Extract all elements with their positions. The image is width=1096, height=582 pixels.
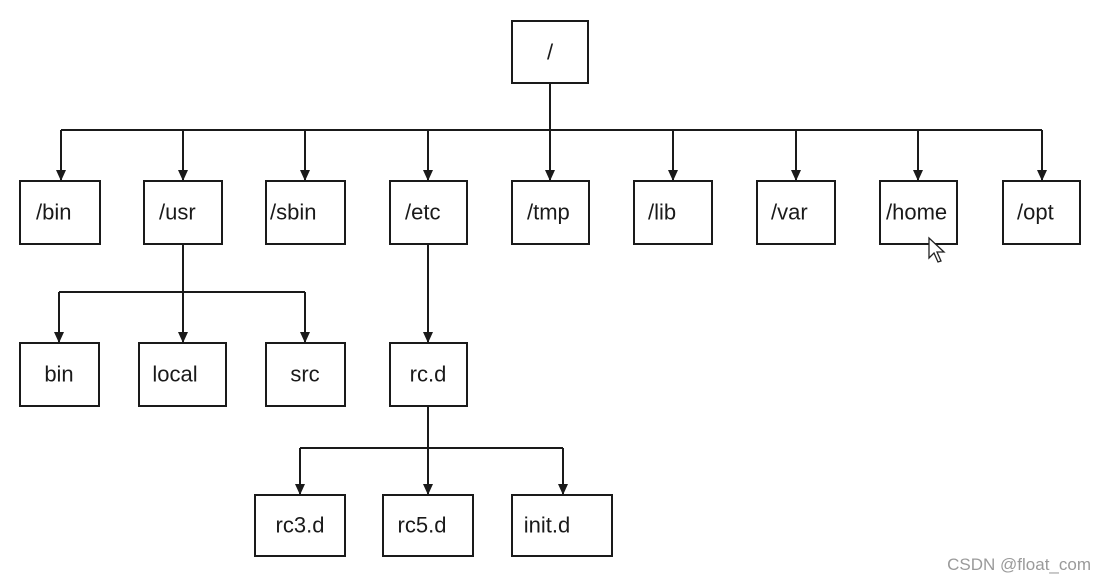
node-usr-local-label: local: [152, 362, 197, 387]
node-initd-label: init.d: [524, 513, 570, 538]
edge-var-arrow: [791, 170, 801, 181]
node-usr-label: /usr: [159, 200, 196, 225]
edge-etc-arrow: [423, 170, 433, 181]
edge-home-arrow: [913, 170, 923, 181]
edge-usr-arrow: [178, 170, 188, 181]
node-home: /home: [879, 180, 958, 245]
node-usr-bin-label: bin: [44, 362, 73, 387]
node-rcd: rc.d: [389, 342, 468, 407]
node-etc-label: /etc: [405, 200, 440, 225]
node-rcd-label: rc.d: [410, 362, 447, 387]
edge-tmp-arrow: [545, 170, 555, 181]
edge-rc3d-arrow: [295, 484, 305, 495]
node-etc: /etc: [389, 180, 468, 245]
edge-usr-local-arrow: [178, 332, 188, 343]
node-bin-label: /bin: [36, 200, 71, 225]
node-lib: /lib: [633, 180, 713, 245]
node-root: /: [511, 20, 589, 84]
node-usr-src-label: src: [290, 362, 319, 387]
node-bin: /bin: [19, 180, 101, 245]
node-lib-label: /lib: [648, 200, 676, 225]
edge-initd-arrow: [558, 484, 568, 495]
edge-rc5d-arrow: [423, 484, 433, 495]
node-usr: /usr: [143, 180, 223, 245]
edge-bin-arrow: [56, 170, 66, 181]
node-initd: init.d: [511, 494, 613, 557]
node-usr-bin: bin: [19, 342, 100, 407]
node-rc5d-label: rc5.d: [398, 513, 447, 538]
node-tmp: /tmp: [511, 180, 590, 245]
node-var-label: /var: [771, 200, 808, 225]
mouse-cursor-icon: [928, 236, 946, 263]
node-rc3d-label: rc3.d: [276, 513, 325, 538]
edge-lib-arrow: [668, 170, 678, 181]
node-sbin: /sbin: [265, 180, 346, 245]
node-opt-label: /opt: [1017, 200, 1054, 225]
node-opt: /opt: [1002, 180, 1081, 245]
node-var: /var: [756, 180, 836, 245]
node-root-label: /: [547, 40, 554, 65]
node-tmp-label: /tmp: [527, 200, 570, 225]
edge-usr-bin-arrow: [54, 332, 64, 343]
connector-layer: [54, 83, 1047, 495]
edge-opt-arrow: [1037, 170, 1047, 181]
watermark: CSDN @float_com: [947, 555, 1091, 574]
node-home-label: /home: [886, 200, 947, 225]
node-rc3d: rc3.d: [254, 494, 346, 557]
edge-usr-src-arrow: [300, 332, 310, 343]
edge-rcd-arrow: [423, 332, 433, 343]
edge-sbin-arrow: [300, 170, 310, 181]
node-usr-src: src: [265, 342, 346, 407]
node-rc5d: rc5.d: [382, 494, 474, 557]
node-usr-local: local: [138, 342, 227, 407]
node-sbin-label: /sbin: [270, 200, 316, 225]
